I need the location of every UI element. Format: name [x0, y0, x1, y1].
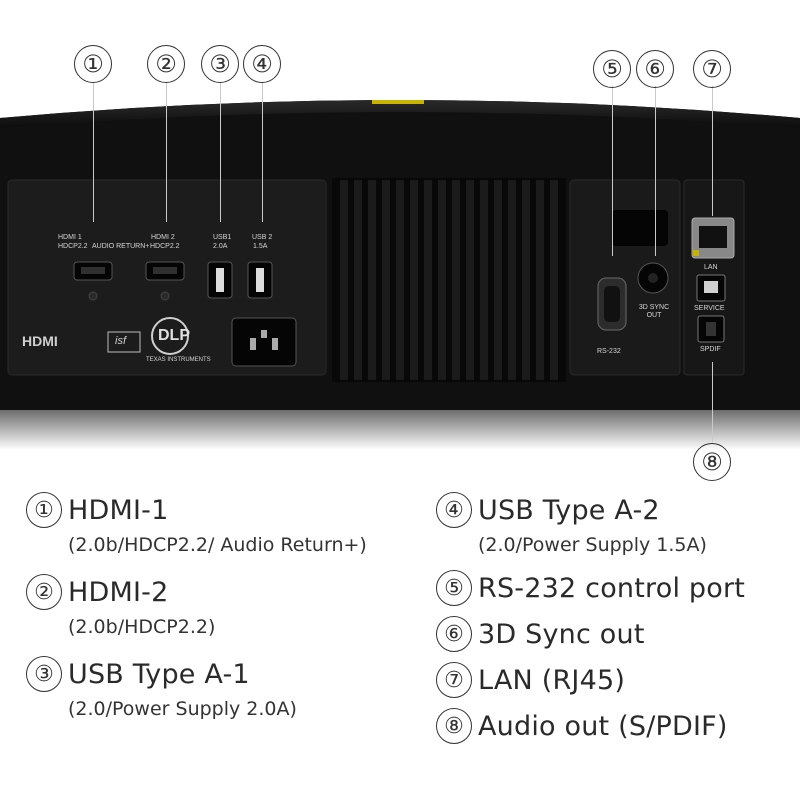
port-label-audio-return: AUDIO RETURN+: [92, 243, 150, 250]
leader-line-1: [93, 82, 94, 222]
legend-number-2: ②: [26, 574, 62, 610]
legend-number-5: ⑤: [436, 570, 472, 606]
callout-1: ①: [74, 45, 112, 83]
legend-number-1: ①: [26, 492, 62, 528]
callout-3: ③: [201, 45, 239, 83]
port-label-usb2: USB 2: [252, 234, 273, 241]
callout-4: ④: [243, 45, 281, 83]
hdmi-logo: HDMI: [22, 333, 58, 349]
legend-title-7: LAN (RJ45): [478, 664, 626, 696]
legend-number-8: ⑧: [436, 708, 472, 744]
callout-2: ②: [147, 45, 185, 83]
legend-column-right: ④ USB Type A-2 (2.0/Power Supply 1.5A) ⑤…: [436, 492, 745, 744]
legend-item-3: ③ USB Type A-1 (2.0/Power Supply 2.0A): [26, 656, 367, 720]
legend-item-2: ② HDMI-2 (2.0b/HDCP2.2): [26, 574, 367, 638]
port-label-hdmi1: HDMI 1: [58, 234, 82, 241]
leader-line-5: [612, 86, 613, 256]
legend-number-4: ④: [436, 492, 472, 528]
legend-item-5: ⑤ RS-232 control port: [436, 570, 745, 606]
leader-line-8: [712, 362, 713, 442]
port-label-spdif: SPDIF: [700, 346, 721, 353]
legend-sub-4: (2.0/Power Supply 1.5A): [478, 534, 707, 556]
port-label-service: SERVICE: [694, 305, 725, 312]
port-label-rs232: RS-232: [597, 348, 621, 355]
projector-rear-panel: [0, 100, 800, 450]
legend-item-7: ⑦ LAN (RJ45): [436, 662, 745, 698]
legend-number-7: ⑦: [436, 662, 472, 698]
legend-number-6: ⑥: [436, 616, 472, 652]
legend-sub-3: (2.0/Power Supply 2.0A): [68, 698, 297, 720]
leader-line-2: [166, 82, 167, 222]
legend-title-3: USB Type A-1: [68, 658, 250, 690]
leader-line-7: [712, 86, 713, 216]
texas-instruments-label: TEXAS INSTRUMENTS: [146, 357, 211, 363]
legend-title-1: HDMI-1: [68, 494, 169, 526]
legend-column-left: ① HDMI-1 (2.0b/HDCP2.2/ Audio Return+) ②…: [26, 492, 367, 720]
leader-line-3: [220, 82, 221, 222]
legend-sub-1: (2.0b/HDCP2.2/ Audio Return+): [68, 534, 367, 556]
isf-logo: isf: [115, 335, 126, 347]
legend-title-6: 3D Sync out: [478, 618, 645, 650]
port-label-hdmi2: HDMI 2: [151, 234, 175, 241]
legend-item-6: ⑥ 3D Sync out: [436, 616, 745, 652]
port-label-hdcp1: HDCP2.2: [58, 243, 88, 250]
callout-5: ⑤: [593, 50, 631, 88]
leader-line-4: [262, 82, 263, 222]
port-label-usb2-power: 1.5A: [253, 243, 268, 250]
port-label-usb1-power: 2.0A: [213, 243, 228, 250]
callout-7: ⑦: [693, 50, 731, 88]
dlp-logo: DLP: [158, 327, 190, 344]
legend-number-3: ③: [26, 656, 62, 692]
callout-6: ⑥: [636, 50, 674, 88]
legend-title-5: RS-232 control port: [478, 572, 746, 604]
leader-line-6: [655, 86, 656, 256]
legend-title-4: USB Type A-2: [478, 494, 660, 526]
port-label-lan: LAN: [704, 264, 718, 271]
callout-8: ⑧: [693, 443, 731, 481]
legend-item-8: ⑧ Audio out (S/PDIF): [436, 708, 745, 744]
legend-item-1: ① HDMI-1 (2.0b/HDCP2.2/ Audio Return+): [26, 492, 367, 556]
port-label-hdcp2: HDCP2.2: [150, 243, 180, 250]
port-label-3d-sync: 3D SYNC OUT: [638, 304, 670, 319]
legend-sub-2: (2.0b/HDCP2.2): [68, 616, 216, 638]
legend-title-8: Audio out (S/PDIF): [478, 710, 728, 742]
port-label-usb1: USB1: [213, 234, 232, 241]
legend-item-4: ④ USB Type A-2 (2.0/Power Supply 1.5A): [436, 492, 745, 556]
legend-title-2: HDMI-2: [68, 576, 169, 608]
